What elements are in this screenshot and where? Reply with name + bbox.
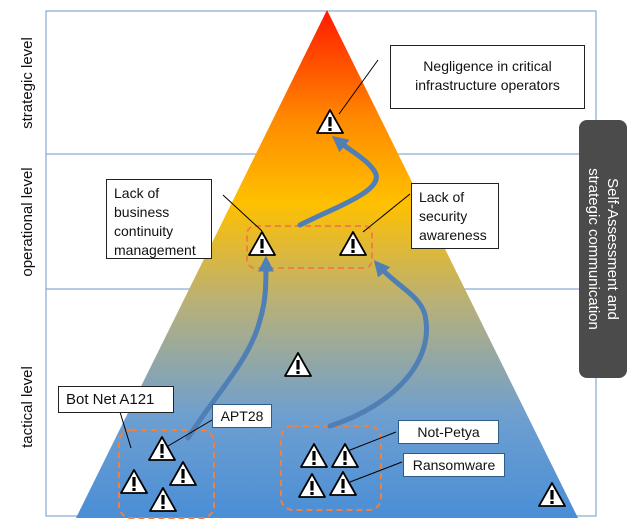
arrow-notpetya-to-security: [327, 260, 429, 429]
side-panel-line-2: strategic communication: [585, 168, 602, 330]
callout-apt28: APT28: [212, 404, 272, 428]
leader-bcm: [222, 194, 263, 232]
group-box-botnet-apt28: [118, 429, 215, 519]
leader-negligence: [338, 59, 379, 115]
callout-security-text: Lack of security awareness: [419, 189, 487, 243]
leader-security: [362, 193, 411, 233]
callout-bcm: Lack of business continuity management: [106, 179, 212, 259]
callout-ransomware: Ransomware: [403, 453, 505, 477]
leader-notpetya: [344, 431, 397, 453]
level-label-tactical: tactical level: [19, 366, 36, 448]
leader-apt28: [162, 419, 213, 450]
level-label-operational: operational level: [19, 167, 36, 277]
group-box-notpetya-ransomware: [280, 425, 382, 511]
leader-botnet: [119, 411, 132, 449]
level-label-strategic: strategic level: [19, 37, 36, 129]
callout-bcm-text: Lack of business continuity management: [114, 185, 196, 258]
side-panel-line-1: Self-Assessment and: [604, 178, 621, 320]
callout-ransomware-text: Ransomware: [412, 457, 496, 473]
callout-negligence: Negligence in critical infrastructure op…: [390, 45, 585, 109]
callout-botnet-text: Bot Net A121: [66, 391, 155, 408]
arrow-apt28-to-bcm: [185, 255, 274, 441]
side-panel-label: Self-Assessment and strategic communicat…: [584, 121, 622, 377]
group-box-operational: [246, 225, 373, 269]
leader-ransomware: [349, 461, 403, 483]
risk-pyramid: [76, 10, 578, 518]
side-panel: [579, 120, 627, 378]
callout-notpetya-text: Not-Petya: [417, 424, 480, 440]
callout-security: Lack of security awareness: [411, 183, 499, 249]
callout-botnet: Bot Net A121: [58, 386, 174, 413]
callout-apt28-text: APT28: [220, 408, 264, 424]
callout-negligence-text: Negligence in critical infrastructure op…: [415, 58, 560, 93]
callout-notpetya: Not-Petya: [398, 420, 499, 444]
arrow-operational-to-strategic: [297, 136, 379, 228]
